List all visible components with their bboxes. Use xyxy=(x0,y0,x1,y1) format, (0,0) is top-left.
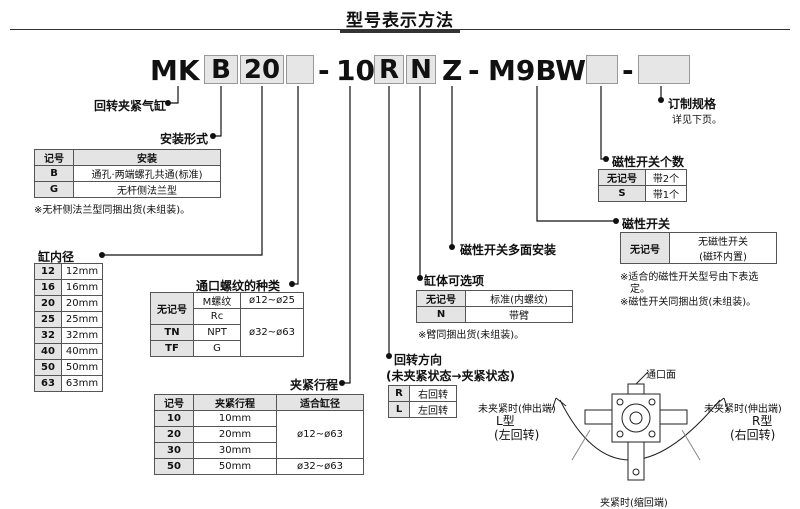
illus-bottom: 夹紧时(缩回端) xyxy=(600,498,668,509)
illus-right-top: 未夹紧时(伸出端) xyxy=(704,404,782,415)
code-box-custom xyxy=(638,55,690,84)
port-type: G xyxy=(193,340,241,357)
label-switch-count: 磁性开关个数 xyxy=(612,155,685,169)
body-option-desc: 带臂 xyxy=(465,306,573,323)
label-switch-multi: 磁性开关多面安装 xyxy=(460,243,557,257)
mounting-note: ※无杆侧法兰型同捆出货(未组装)。 xyxy=(34,205,191,216)
port-bore-range-2: ø32~ø63 xyxy=(240,308,304,357)
switch-table: 无记号无磁性开关 (磁环内置) xyxy=(620,232,777,264)
stroke-code: 10 xyxy=(154,410,194,427)
code-box-switch-count xyxy=(586,55,618,84)
code-box-body-option: N xyxy=(406,55,436,85)
rotation-code: L xyxy=(388,401,410,418)
mounting-desc-g: 无杆侧法兰型 xyxy=(73,181,221,198)
illus-left-top: 未夹紧时(伸出端) xyxy=(478,404,556,415)
switch-note-1b: 定。 xyxy=(630,284,650,295)
switch-count-code: S xyxy=(598,185,646,202)
code-dash-3: - xyxy=(622,54,634,87)
bore-code: 16 xyxy=(34,279,62,296)
stroke-header-stroke: 夹紧行程 xyxy=(193,394,277,411)
mounting-header-mount: 安装 xyxy=(73,149,221,166)
bore-size: 40mm xyxy=(61,343,103,360)
label-rotation-dir-sub: (未夹紧状态→夹紧状态) xyxy=(386,369,516,383)
label-bore: 缸内径 xyxy=(38,250,75,264)
stroke-code: 30 xyxy=(154,442,194,459)
code-dash-1: - xyxy=(318,54,330,87)
title-divider xyxy=(10,29,790,30)
code-box-mounting: B xyxy=(204,55,238,85)
code-box-bore: 20 xyxy=(240,55,284,85)
body-option-code: N xyxy=(416,306,466,323)
label-rotary-clamp: 回转夹紧气缸 xyxy=(94,99,167,113)
code-prefix: MK xyxy=(150,54,200,87)
illus-right-dir: (右回转) xyxy=(730,428,776,442)
code-box-rotation: R xyxy=(374,55,404,85)
label-mounting: 安装形式 xyxy=(160,132,209,146)
illus-left-type: L型 xyxy=(496,414,515,428)
switch-note-2: ※磁性开关同捆出货(未组装)。 xyxy=(620,297,757,308)
switch-count-desc: 带1个 xyxy=(645,185,687,202)
illus-port-face: 通口面 xyxy=(646,370,676,381)
title-underline xyxy=(340,30,460,33)
code-switch: M9BW xyxy=(488,54,587,87)
switch-desc-2: (磁环内置) xyxy=(669,248,777,264)
port-code-tn: TN xyxy=(150,324,194,341)
body-option-note: ※臂同捆出货(未组装)。 xyxy=(418,330,525,341)
stroke-header-bore: 适合缸径 xyxy=(276,394,364,411)
code-switch-multi: Z xyxy=(442,54,463,87)
switch-count-code: 无记号 xyxy=(598,169,646,186)
bore-code: 50 xyxy=(34,359,62,376)
stroke-code: 50 xyxy=(154,458,194,475)
label-custom: 订制规格 xyxy=(668,97,717,111)
stroke-bore-range-2: ø32~ø63 xyxy=(276,458,364,475)
label-switch: 磁性开关 xyxy=(622,217,671,231)
label-body-option: 缸体可选项 xyxy=(424,274,485,288)
page-title: 型号表示方法 xyxy=(346,11,454,31)
label-custom-sub: 详见下页。 xyxy=(672,115,722,126)
code-box-port xyxy=(286,55,314,84)
rotation-code: R xyxy=(388,385,410,402)
bore-code: 40 xyxy=(34,343,62,360)
mounting-code-g: G xyxy=(34,181,74,198)
label-rotation-dir: 回转方向 xyxy=(394,353,443,367)
switch-code-nil: 无记号 xyxy=(620,232,670,264)
body-option-code: 无记号 xyxy=(416,290,466,307)
label-clamp-stroke: 夹紧行程 xyxy=(290,378,339,392)
label-port-thread: 通口螺纹的种类 xyxy=(196,279,281,293)
switch-note-1: ※适合的磁性开关型号由下表选 xyxy=(620,272,759,283)
switch-desc-1: 无磁性开关 xyxy=(669,232,777,248)
illus-right-type: R型 xyxy=(752,414,773,428)
code-stroke: 10 xyxy=(336,54,375,87)
rotation-desc: 左回转 xyxy=(409,401,457,418)
bore-size: 63mm xyxy=(61,375,103,392)
code-dash-2: - xyxy=(468,54,480,87)
illus-left-dir: (左回转) xyxy=(494,428,540,442)
